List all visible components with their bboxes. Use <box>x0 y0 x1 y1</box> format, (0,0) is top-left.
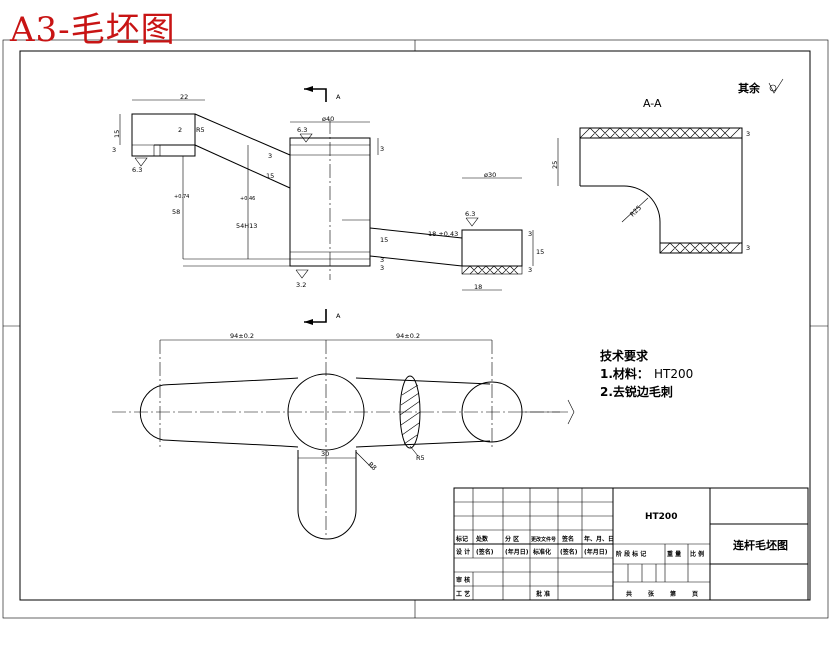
tb-rev-h5: 年、月、日 <box>584 535 614 543</box>
page-title: A3-毛坯图 <box>10 10 176 50</box>
tb-process: 工 艺 <box>456 590 470 598</box>
dim-6-3b: 6.3 <box>297 126 307 134</box>
tech-item2: 2.去锐边毛刺 <box>600 384 673 399</box>
tb-approve: 批 准 <box>536 590 550 598</box>
dim-3e: 3 <box>380 264 384 272</box>
tb-design-4: (签名) <box>560 548 578 556</box>
tb-design-2: (年月日) <box>505 548 529 556</box>
dim-54-tol-hi: +0.46 <box>240 196 255 202</box>
tech-heading: 技术要求 <box>600 348 649 363</box>
section-marker-top: A <box>304 86 341 102</box>
dim-3c: 3 <box>268 152 272 160</box>
dim-3b: 3 <box>380 145 384 153</box>
dim-94b: 94±0.2 <box>396 332 420 340</box>
roughness-symbol-2 <box>299 133 313 143</box>
dim-15b: 15 <box>266 172 274 180</box>
tech-item1-value: HT200 <box>654 367 693 381</box>
tb-design-5: (年月日) <box>584 548 608 556</box>
tb-design-0: 设 计 <box>456 548 470 556</box>
dim-6-3a: 6.3 <box>132 166 142 174</box>
dim-r55: R5 <box>196 126 205 134</box>
dim-58: 58 <box>172 208 180 216</box>
tb-review: 审 核 <box>456 576 470 584</box>
section-label: A-A <box>643 97 662 110</box>
dim-22: 22 <box>180 93 188 101</box>
title-block: HT200 连杆毛坯图 标记 处数 分 区 更改文件号 签名 年、月、日 设 计… <box>453 487 809 601</box>
dim-30a: ø30 <box>484 171 496 179</box>
dim-15c: 15 <box>380 236 388 244</box>
tech-item1-prefix: 1.材料： <box>600 366 649 381</box>
dim-94a: 94±0.2 <box>230 332 254 340</box>
roughness-note-text: 其余 <box>738 81 761 95</box>
dim-3g: 3 <box>528 266 532 274</box>
dim-15d: 15 <box>536 248 544 256</box>
roughness-symbol-4 <box>465 217 479 227</box>
dim-3a: 3 <box>112 146 116 154</box>
tb-rev-h2: 分 区 <box>505 535 519 543</box>
tb-stage-1: 重 量 <box>667 550 681 558</box>
dim-3d: 3 <box>380 256 384 264</box>
tb-design-3: 标准化 <box>532 548 551 556</box>
tb-material: HT200 <box>645 512 677 522</box>
dim-r85: R5 <box>416 454 425 462</box>
front-view <box>131 113 523 280</box>
dim-58-tol-hi: +0.74 <box>174 194 189 200</box>
roughness-circle-icon <box>769 84 777 92</box>
tb-rev-h4: 签名 <box>561 535 574 543</box>
section-marker-bottom: A <box>304 309 341 325</box>
dim-r25: R25 <box>628 204 643 219</box>
dim-3h: 3 <box>746 130 750 138</box>
sheet-border <box>2 39 829 619</box>
roughness-note: 其余 <box>738 78 784 95</box>
front-view-dimensions: 22 15 3 2 R5 6.3 ø40 6.3 3 3 15 58 +0.74… <box>112 93 544 291</box>
roughness-symbol-1 <box>134 157 148 167</box>
section-marker-top-label: A <box>336 93 341 101</box>
dim-3-2: 3.2 <box>296 281 306 289</box>
dim-r8: R8 <box>366 460 378 472</box>
tb-sheet-3: 页 <box>692 590 698 598</box>
section-marker-bottom-label: A <box>336 312 341 320</box>
dim-40: ø40 <box>322 115 334 123</box>
dim-3i: 3 <box>746 244 750 252</box>
dim-6-3c: 6.3 <box>465 210 475 218</box>
tb-sheet-0: 共 <box>626 590 632 598</box>
tb-stage-2: 比 例 <box>690 550 704 558</box>
tb-rev-h1: 处数 <box>475 535 489 543</box>
tb-sheet-2: 第 <box>669 590 676 598</box>
dim-30b: 30 <box>321 450 329 458</box>
dim-15a: 15 <box>113 130 121 138</box>
tech-requirements: 技术要求 1.材料： HT200 2.去锐边毛刺 <box>600 348 693 399</box>
tb-sheet-1: 张 <box>648 590 655 598</box>
top-view: 94±0.2 94±0.2 30 R8 R5 <box>112 332 575 540</box>
roughness-check-icon <box>768 78 784 94</box>
dim-3f: 3 <box>528 230 532 238</box>
tb-drawing-name: 连杆毛坯图 <box>733 538 788 552</box>
tb-rev-h0: 标记 <box>455 535 468 543</box>
dim-18: 18 <box>474 283 482 291</box>
roughness-symbol-3 <box>295 269 309 279</box>
tb-stage-0: 阶 段 标 记 <box>616 550 646 558</box>
tb-rev-h3: 更改文件号 <box>531 536 556 543</box>
dim-18-tol: 18 +0.43 <box>428 230 458 238</box>
section-view: A-A 25 R25 3 3 <box>551 97 750 254</box>
dim-2: 2 <box>178 126 182 134</box>
dim-25: 25 <box>551 161 559 169</box>
dim-54: 54H13 <box>236 222 257 230</box>
tb-design-1: (签名) <box>476 548 494 556</box>
